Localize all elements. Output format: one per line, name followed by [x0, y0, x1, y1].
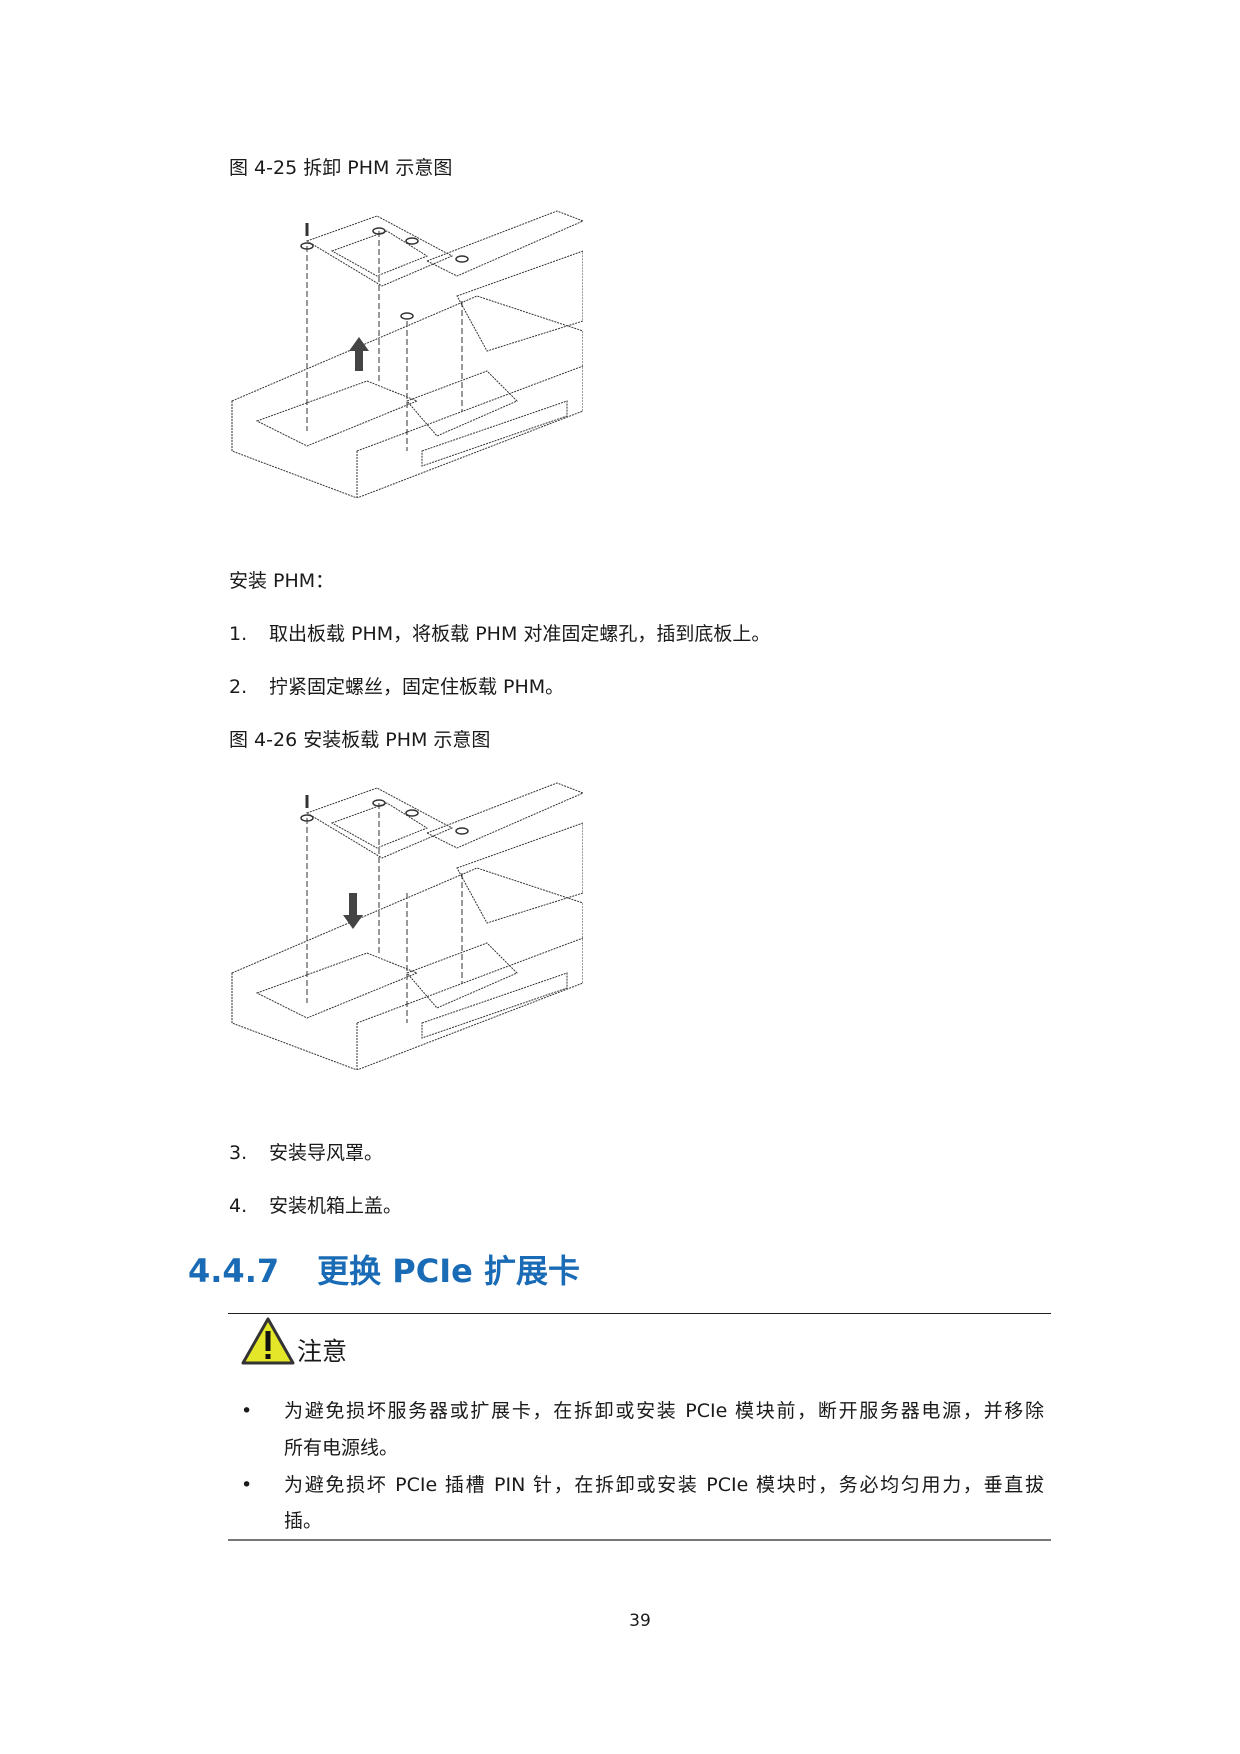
- section-heading: 4.4.7 更换 PCIe 扩展卡: [188, 1251, 580, 1291]
- notice-bullet-1-line2: 所有电源线。: [284, 1437, 399, 1459]
- step-1: 1. 取出板载 PHM，将板载 PHM 对准固定螺孔，插到底板上。: [229, 622, 770, 646]
- bullet-dot: •: [241, 1474, 253, 1496]
- notice-bullet-2-line1: 为避免损坏 PCIe 插槽 PIN 针，在拆卸或安装 PCIe 模块时，务必均匀…: [284, 1474, 1044, 1496]
- step-number: 2.: [229, 676, 248, 698]
- section-number: 4.4.7: [188, 1252, 280, 1290]
- notice-top-rule: [228, 1313, 1051, 1314]
- notice-bullet-2-line2: 插。: [284, 1510, 323, 1532]
- install-phm-label: 安装 PHM：: [229, 570, 335, 592]
- step-number: 1.: [229, 623, 248, 645]
- step-2: 2. 拧紧固定螺丝，固定住板载 PHM。: [229, 675, 564, 699]
- bullet-dot: •: [241, 1400, 253, 1422]
- notice-label: 注意: [297, 1337, 348, 1366]
- step-3: 3. 安装导风罩。: [229, 1141, 383, 1165]
- step-number: 4.: [229, 1195, 248, 1217]
- figure-4-25-caption: 图 4-25 拆卸 PHM 示意图: [229, 157, 453, 179]
- step-text: 取出板载 PHM，将板载 PHM 对准固定螺孔，插到底板上。: [269, 623, 771, 645]
- notice-bullet-1-line1: 为避免损坏服务器或扩展卡，在拆卸或安装 PCIe 模块前，断开服务器电源，并移除: [284, 1400, 1044, 1422]
- remove-phm-illustration: [231, 210, 583, 498]
- arrow-down-icon: [343, 893, 363, 929]
- step-text: 拧紧固定螺丝，固定住板载 PHM。: [269, 676, 565, 698]
- step-text: 安装导风罩。: [269, 1142, 384, 1164]
- notice-bottom-rule: [228, 1539, 1051, 1541]
- step-text: 安装机箱上盖。: [269, 1195, 403, 1217]
- figure-4-26-caption: 图 4-26 安装板载 PHM 示意图: [229, 729, 491, 751]
- section-title: 更换 PCIe 扩展卡: [317, 1252, 580, 1290]
- install-phm-illustration: [231, 782, 583, 1070]
- arrow-up-icon: [349, 337, 369, 371]
- warning-icon: [241, 1317, 295, 1365]
- step-number: 3.: [229, 1142, 248, 1164]
- step-4: 4. 安装机箱上盖。: [229, 1194, 402, 1218]
- page-number: 39: [629, 1611, 651, 1631]
